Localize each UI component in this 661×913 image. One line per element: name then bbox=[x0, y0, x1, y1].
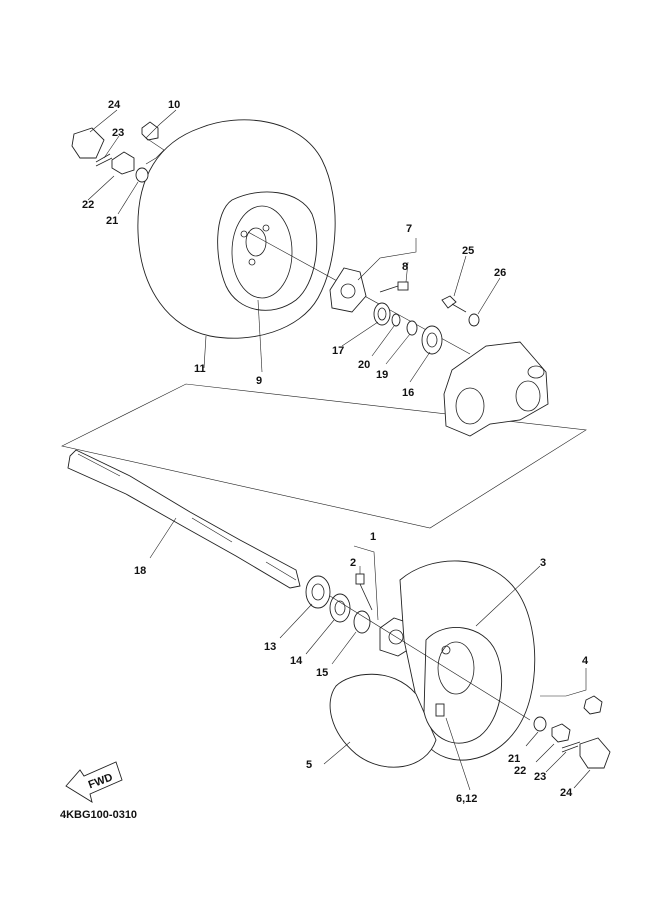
callout-5: 5 bbox=[306, 759, 312, 771]
diagram-code: 4KBG100-0310 bbox=[60, 809, 137, 821]
callout-21-bottom: 21 bbox=[508, 753, 520, 765]
final-drive-bolt bbox=[441, 295, 467, 313]
upper-rim-outer bbox=[217, 191, 318, 311]
callout-22-bottom: 22 bbox=[514, 765, 526, 777]
lower-castle-nut bbox=[551, 723, 571, 743]
callout-16: 16 bbox=[402, 387, 414, 399]
callout-labels: 24 23 22 21 10 11 9 7 8 17 20 19 16 25 2… bbox=[82, 99, 589, 805]
callout-9: 9 bbox=[256, 375, 262, 387]
callout-14: 14 bbox=[290, 655, 303, 667]
callout-26: 26 bbox=[494, 267, 506, 279]
hub-bolt bbox=[379, 281, 409, 293]
reference-plane bbox=[61, 383, 587, 529]
callout-7: 7 bbox=[406, 223, 412, 235]
callout-1: 1 bbox=[370, 531, 376, 543]
lower-bearing-13 bbox=[305, 575, 331, 609]
callout-15: 15 bbox=[316, 667, 328, 679]
leader-lines bbox=[87, 109, 591, 791]
callout-11: 11 bbox=[194, 363, 206, 375]
lower-cap bbox=[579, 737, 611, 769]
upper-bearing-2 bbox=[421, 325, 443, 355]
callout-22-top: 22 bbox=[82, 199, 94, 211]
lower-cotter-pin bbox=[561, 741, 581, 753]
upper-hub-bolt-c bbox=[240, 230, 248, 238]
callout-3: 3 bbox=[540, 557, 546, 569]
lower-bearing-14 bbox=[329, 593, 351, 623]
upper-wheel-assembly bbox=[137, 119, 336, 339]
callout-2: 2 bbox=[350, 557, 356, 569]
callout-8: 8 bbox=[402, 261, 408, 273]
callout-24-bottom: 24 bbox=[560, 787, 573, 799]
lower-washer bbox=[533, 716, 547, 732]
fwd-direction-badge: FWD bbox=[65, 761, 123, 803]
callout-4-bottom: 4 bbox=[582, 655, 589, 667]
callout-25: 25 bbox=[462, 245, 474, 257]
lower-hub-stud bbox=[441, 645, 451, 655]
callout-24-top: 24 bbox=[108, 99, 121, 111]
lower-lug-nut bbox=[583, 695, 603, 715]
lower-tire-half bbox=[329, 673, 437, 768]
callout-18: 18 bbox=[134, 565, 146, 577]
callout-17: 17 bbox=[332, 345, 344, 357]
upper-castle-nut bbox=[111, 151, 135, 175]
upper-bearing bbox=[373, 302, 391, 326]
callout-23-bottom: 23 bbox=[534, 771, 546, 783]
upper-seal bbox=[391, 313, 401, 327]
callout-6-12: 6,12 bbox=[456, 793, 477, 805]
callout-19: 19 bbox=[376, 369, 388, 381]
final-drive-housing bbox=[443, 341, 549, 437]
tire-valve bbox=[435, 703, 445, 717]
callout-20: 20 bbox=[358, 359, 370, 371]
lower-rim-bore bbox=[437, 641, 475, 695]
lower-axis-line bbox=[329, 595, 531, 721]
upper-hub bbox=[329, 267, 367, 313]
callout-23-top: 23 bbox=[112, 127, 124, 139]
upper-hub-bolt-a bbox=[262, 224, 270, 232]
upper-hub-bolt-b bbox=[248, 258, 256, 266]
rear-axle-shaft bbox=[67, 449, 301, 589]
callout-10: 10 bbox=[168, 99, 180, 111]
lower-wheel-assembly bbox=[329, 560, 536, 768]
upper-lug-nut bbox=[141, 121, 159, 141]
lower-seal-15 bbox=[353, 610, 371, 634]
upper-washer bbox=[135, 167, 149, 183]
final-drive-washer bbox=[468, 313, 480, 327]
callout-21-top: 21 bbox=[106, 215, 118, 227]
upper-cap bbox=[71, 127, 105, 159]
lower-hub-bolt bbox=[355, 573, 373, 611]
upper-rim-inner bbox=[231, 205, 293, 299]
callout-13: 13 bbox=[264, 641, 276, 653]
upper-cotter-pin bbox=[95, 153, 113, 167]
upper-ring bbox=[406, 320, 418, 336]
